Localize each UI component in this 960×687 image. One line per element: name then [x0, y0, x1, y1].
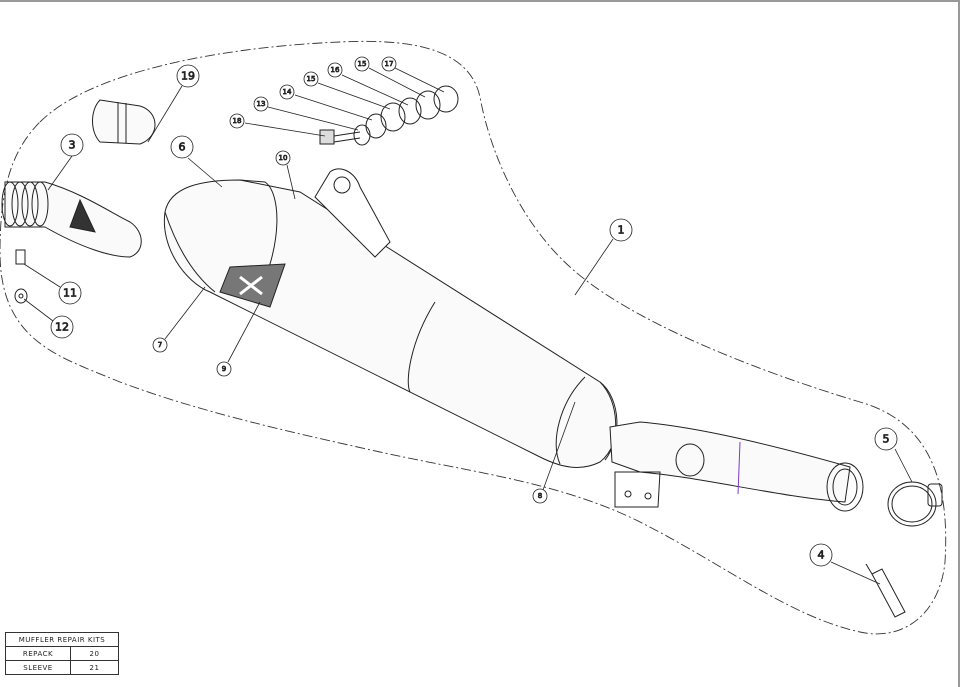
- svg-text:12: 12: [55, 321, 69, 334]
- callout-10: 10: [275, 150, 291, 166]
- kit-name: REPACK: [5, 646, 71, 661]
- svg-text:13: 13: [257, 100, 266, 108]
- svg-text:1: 1: [618, 224, 625, 237]
- leader-lines: [23, 67, 913, 585]
- callout-16: 16: [327, 62, 343, 78]
- callout-17: 17: [381, 56, 397, 72]
- svg-text:6: 6: [179, 141, 186, 154]
- callout-19: 19: [176, 64, 200, 88]
- svg-text:16: 16: [331, 66, 340, 74]
- svg-text:19: 19: [181, 70, 195, 83]
- svg-text:17: 17: [385, 60, 394, 68]
- callout-7: 7: [152, 337, 168, 353]
- svg-text:3: 3: [69, 139, 76, 152]
- callout-12: 12: [50, 315, 74, 339]
- svg-text:15: 15: [358, 60, 367, 68]
- callout-15: 15: [354, 56, 370, 72]
- callout-13: 13: [253, 96, 269, 112]
- callout-11: 11: [58, 281, 82, 305]
- kit-boundary-dashed: [0, 40, 947, 635]
- svg-text:14: 14: [283, 88, 292, 96]
- svg-text:7: 7: [158, 341, 162, 349]
- callout-3: 3: [60, 133, 84, 157]
- svg-text:4: 4: [818, 549, 825, 562]
- end-cap-part: [92, 99, 156, 145]
- callout-9: 9: [216, 361, 232, 377]
- bracket-hardware: [319, 85, 459, 146]
- callout-8: 8: [532, 488, 548, 504]
- callout-5: 5: [874, 427, 898, 451]
- svg-text:11: 11: [63, 287, 77, 300]
- svg-text:8: 8: [538, 492, 542, 500]
- svg-text:9: 9: [222, 365, 226, 373]
- svg-text:5: 5: [883, 433, 890, 446]
- callout-15: 15: [303, 71, 319, 87]
- callout-6: 6: [170, 135, 194, 159]
- kit-number: 20: [70, 646, 119, 661]
- svg-text:10: 10: [279, 154, 288, 162]
- muffler-body: [163, 168, 618, 468]
- bolt-parts: [14, 249, 28, 304]
- clamp-part: [887, 481, 943, 527]
- link-pipe: [609, 421, 864, 512]
- callout-4: 4: [809, 543, 833, 567]
- header-pipe: [1, 181, 142, 258]
- spring-part: [865, 563, 906, 618]
- kit-number: 21: [70, 660, 119, 675]
- callout-1: 1: [609, 218, 633, 242]
- svg-text:18: 18: [233, 117, 242, 125]
- kits-table-title: MUFFLER REPAIR KITS: [5, 632, 119, 647]
- callout-18: 18: [229, 113, 245, 129]
- kit-name: SLEEVE: [5, 660, 71, 675]
- callout-14: 14: [279, 84, 295, 100]
- svg-text:15: 15: [307, 75, 316, 83]
